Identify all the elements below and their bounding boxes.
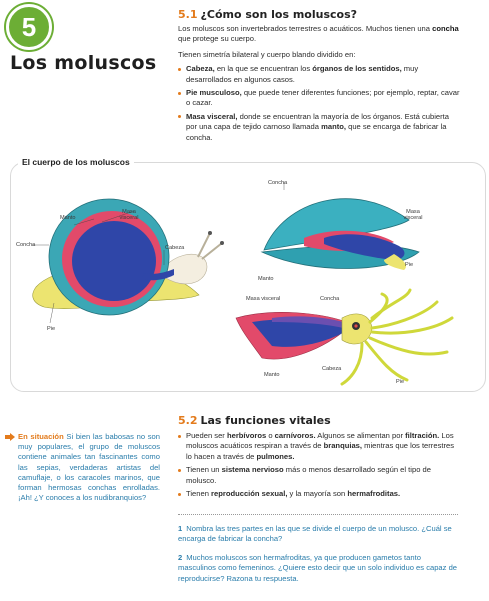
section-1-number: 5.1 [178, 8, 198, 21]
section-2-number: 5.2 [178, 414, 198, 427]
section-1-title: ¿Cómo son los moluscos? [200, 8, 358, 21]
clam-label-masa: Masa visceral [403, 209, 423, 221]
arrow-right-icon [5, 433, 15, 441]
squid-label-masa: Masa visceral [246, 296, 281, 302]
body-parts-list: Cabeza, en la que se encuentran los órga… [178, 64, 460, 143]
squid-label-concha: Concha [320, 296, 340, 302]
situation-box: En situación Si bien las babosas no son … [18, 432, 160, 503]
clam-label-concha: Concha [268, 180, 288, 186]
squid-illustration [235, 288, 454, 386]
chapter-title: Los moluscos [10, 52, 157, 74]
snail-label-masa: Masa visceral [119, 209, 139, 221]
chapter-number-badge: 5 [6, 4, 52, 50]
situation-tag: En situación [18, 432, 64, 441]
squid-label-manto: Manto [264, 372, 280, 378]
snail-label-cabeza: Cabeza [165, 245, 185, 251]
snail-label-pie: Pie [47, 326, 56, 332]
vital-functions-list: Pueden ser herbívoros o carnívoros. Algu… [178, 431, 460, 499]
list-item: Cabeza, en la que se encuentran los órga… [178, 64, 460, 85]
section-1-heading: 5.1¿Cómo son los moluscos? [178, 8, 460, 21]
clam-label-pie: Pie [405, 262, 414, 268]
section-1-body-plan: Tienen simetría bilateral y cuerpo bland… [178, 49, 356, 59]
situation-text: Si bien las babosas no son muy populares… [18, 432, 160, 503]
squid-label-pie: Pie [396, 379, 405, 385]
figure-title: El cuerpo de los moluscos [18, 157, 134, 167]
section-divider [178, 514, 458, 515]
list-item: Tienen reproducción sexual, y la mayoría… [178, 489, 460, 499]
list-item: Pueden ser herbívoros o carnívoros. Algu… [178, 431, 460, 462]
clam-illustration [260, 182, 420, 270]
snail-label-concha: Concha [16, 242, 36, 248]
snail-label-manto: Manto [60, 215, 76, 221]
section-1: 5.1¿Cómo son los moluscos? Los moluscos … [178, 8, 460, 146]
section-2-title: Las funciones vitales [200, 414, 331, 427]
list-item: Pie musculoso, que puede tener diferente… [178, 88, 460, 109]
clam-label-manto: Manto [258, 276, 274, 282]
squid-label-cabeza: Cabeza [322, 366, 342, 372]
list-item: Masa visceral, donde se encuentran la ma… [178, 112, 460, 143]
section-1-intro: Los moluscos son invertebrados terrestre… [178, 24, 459, 44]
list-item: Tienen un sistema nervioso más o menos d… [178, 465, 460, 486]
snail-illustration [32, 198, 224, 324]
